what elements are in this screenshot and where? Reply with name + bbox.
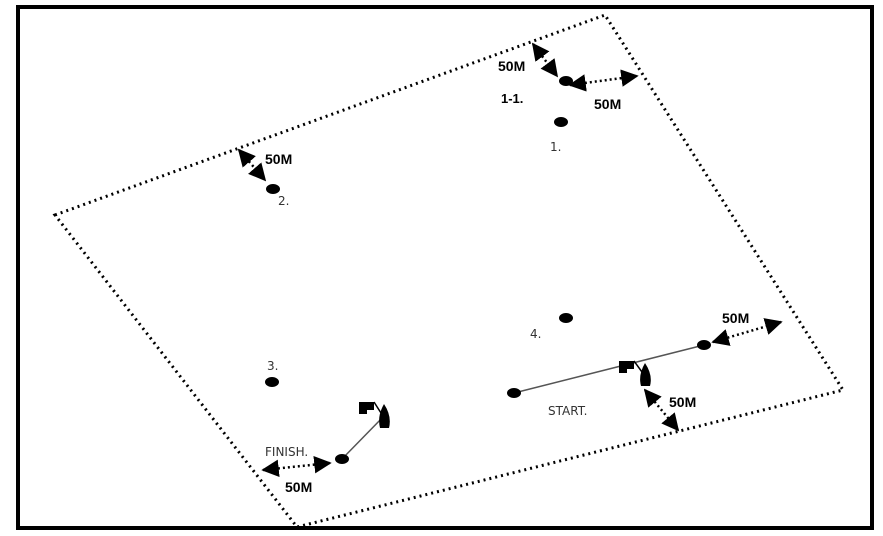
mark-1-1: [559, 76, 573, 86]
distance-label-2: 50M: [265, 151, 292, 167]
mark-label-1: 1.: [550, 140, 561, 154]
arrow-finish: [261, 455, 332, 478]
mark-label-4: 4.: [530, 327, 541, 341]
mark-label-2: 2.: [278, 194, 289, 208]
start-pin-buoy: [507, 388, 521, 398]
start-line: [513, 344, 705, 394]
arrow-1-1-right: [568, 69, 639, 92]
mark-label-1-1: 1-1.: [501, 91, 523, 106]
diagram-frame: [16, 5, 874, 530]
mark-1: [554, 117, 568, 127]
course-boundary: [52, 13, 846, 529]
finish-buoy: [335, 454, 349, 464]
arrow-1-1-top: [531, 42, 559, 78]
finish-committee-boat-icon: [359, 401, 390, 428]
arrow-start-bottom: [643, 388, 680, 432]
arrow-start-right: [711, 318, 783, 346]
finish-label: FINISH.: [265, 445, 308, 459]
mark-3: [265, 377, 279, 387]
distance-label-start-right: 50M: [722, 310, 749, 326]
finish-line: [341, 415, 385, 460]
mark-2: [266, 184, 280, 194]
distance-label-1-1-top: 50M: [498, 58, 525, 74]
mark-label-3: 3.: [267, 359, 278, 373]
mark-4: [559, 313, 573, 323]
arrow-2: [237, 148, 267, 182]
start-label: START.: [548, 404, 587, 418]
distance-label-1-1-right: 50M: [594, 96, 621, 112]
start-committee-boat-icon: [619, 360, 651, 386]
start-outer-buoy: [697, 340, 711, 350]
distance-label-finish: 50M: [285, 479, 312, 495]
distance-label-start-bottom: 50M: [669, 394, 696, 410]
